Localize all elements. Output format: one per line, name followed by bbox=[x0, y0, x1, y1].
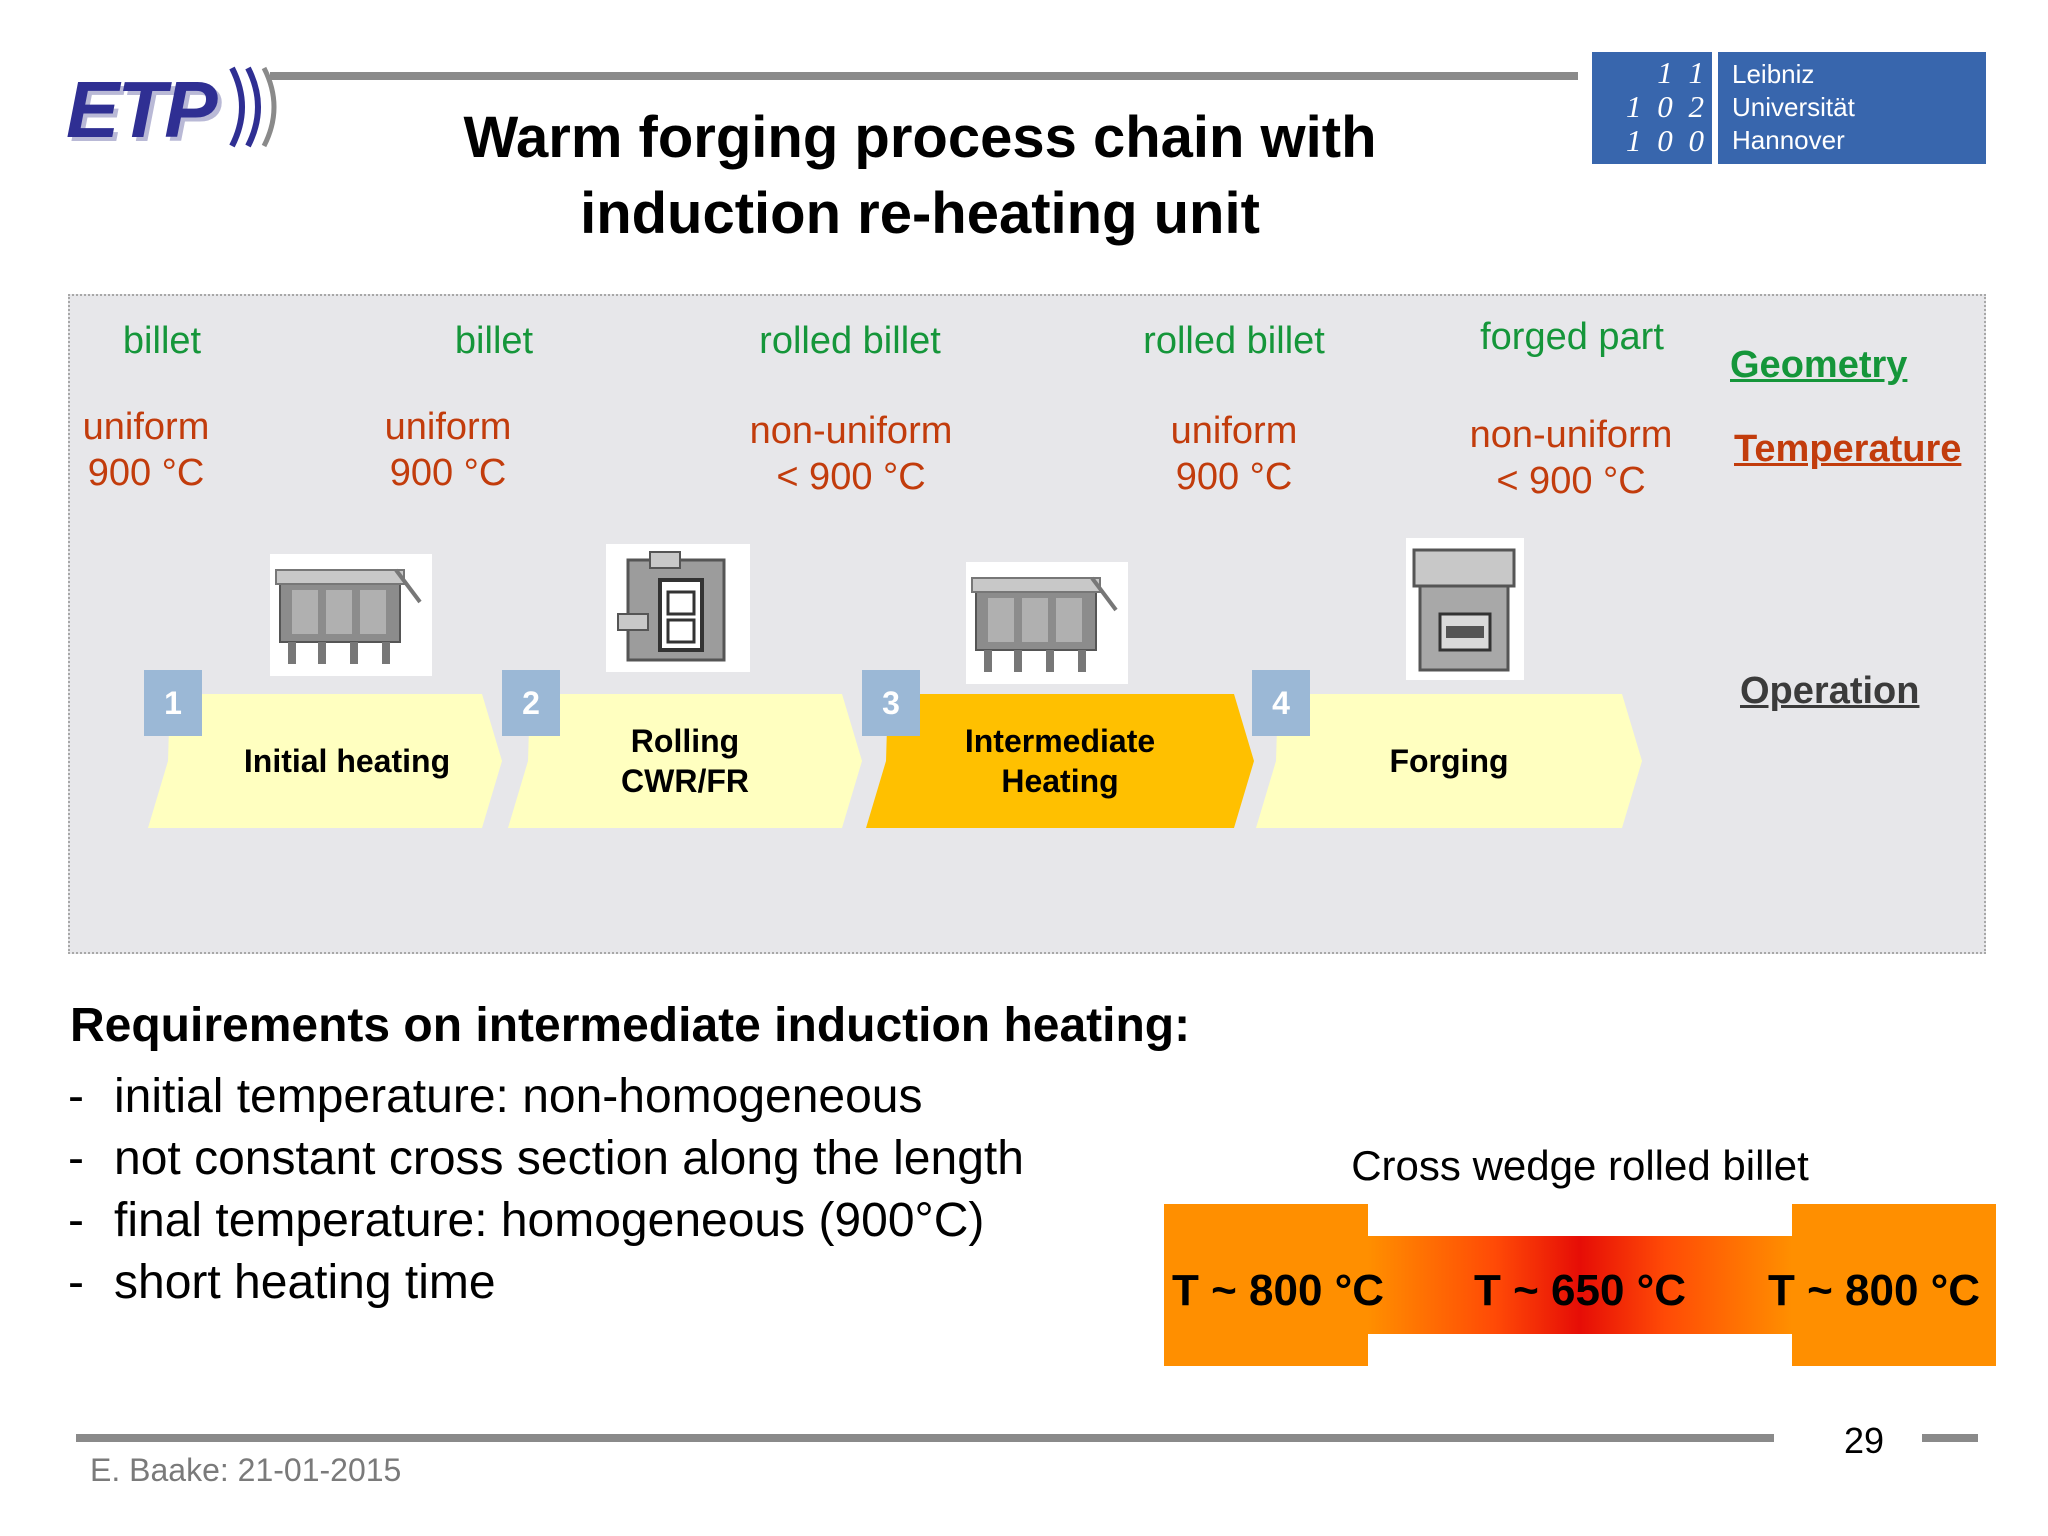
furnace-icon bbox=[966, 562, 1128, 684]
stage-4-geometry: rolled billet bbox=[1143, 320, 1325, 362]
requirement-item: -initial temperature: non-homogeneous bbox=[68, 1070, 923, 1123]
legend-operation: Operation bbox=[1740, 670, 1920, 712]
billet-temperature-diagram: T ~ 800 °C T ~ 650 °C T ~ 800 °C bbox=[1164, 1204, 1996, 1366]
requirement-item: -short heating time bbox=[68, 1256, 496, 1309]
stage-5-temperature: non-uniform < 900 °C bbox=[1469, 414, 1673, 502]
stage-3-temperature: non-uniform < 900 °C bbox=[749, 410, 953, 498]
billet-left-end bbox=[1164, 1204, 1368, 1366]
stage-3-geometry: rolled billet bbox=[759, 320, 941, 362]
billet-right-temperature: T ~ 800 °C bbox=[1768, 1266, 1981, 1315]
stage-5-geometry: forged part bbox=[1480, 316, 1664, 358]
footer-rule-short bbox=[1922, 1434, 1978, 1442]
legend-temperature: Temperature bbox=[1734, 428, 1962, 470]
billet-left-temperature: T ~ 800 °C bbox=[1172, 1266, 1385, 1315]
furnace-icon bbox=[270, 554, 432, 676]
university-name: Leibniz Universität Hannover bbox=[1732, 59, 1855, 155]
requirement-item: -final temperature: homogeneous (900°C) bbox=[68, 1194, 985, 1247]
billet-caption: Cross wedge rolled billet bbox=[1351, 1142, 1809, 1189]
title-line-1: Warm forging process chain with bbox=[463, 105, 1377, 170]
legend-geometry: Geometry bbox=[1730, 344, 1908, 386]
requirements-heading: Requirements on intermediate induction h… bbox=[70, 999, 1191, 1052]
footer-rule bbox=[76, 1434, 1774, 1442]
slide-title: Warm forging process chain with inductio… bbox=[280, 100, 1560, 252]
billet-middle-section bbox=[1368, 1236, 1792, 1334]
operation-1-initial-heating: Initial heating bbox=[148, 694, 502, 828]
forging-press-icon bbox=[1406, 538, 1524, 680]
header-rule bbox=[270, 72, 1578, 80]
operation-3-intermediate-heating: Intermediate Heating bbox=[866, 694, 1254, 828]
stage-4-temperature: uniform 900 °C bbox=[1170, 410, 1298, 498]
university-logo-divider bbox=[1712, 52, 1718, 164]
university-logo-digits: 1 1 1 0 2 1 0 0 4 bbox=[1626, 55, 1708, 192]
stage-1-temperature: uniform 900 °C bbox=[82, 406, 210, 494]
operation-2-rolling: Rolling CWR/FR bbox=[508, 694, 862, 828]
billet-center-temperature: T ~ 650 °C bbox=[1474, 1266, 1687, 1315]
step-number-4: 4 bbox=[1252, 670, 1310, 736]
requirements-list: -initial temperature: non-homogeneous -n… bbox=[68, 1066, 1024, 1314]
rolling-mill-icon bbox=[606, 544, 750, 672]
stage-2-geometry: billet bbox=[454, 320, 534, 362]
step-number-1: 1 bbox=[144, 670, 202, 736]
process-chain-panel: billet billet rolled billet rolled bille… bbox=[68, 294, 1986, 954]
operation-4-forging: Forging bbox=[1256, 694, 1642, 828]
billet-right-end bbox=[1792, 1204, 1996, 1366]
footer-author-date: E. Baake: 21-01-2015 bbox=[90, 1452, 402, 1488]
requirement-item: -not constant cross section along the le… bbox=[68, 1132, 1024, 1185]
title-line-2: induction re-heating unit bbox=[580, 181, 1260, 246]
stage-1-geometry: billet bbox=[122, 320, 202, 362]
step-number-3: 3 bbox=[862, 670, 920, 736]
step-number-2: 2 bbox=[502, 670, 560, 736]
etp-logo-text: ETP bbox=[66, 65, 218, 154]
etp-logo: ETP bbox=[60, 62, 280, 154]
page-number: 29 bbox=[1844, 1420, 1885, 1461]
etp-logo-swoosh-icon bbox=[229, 66, 277, 148]
university-logo: 1 1 1 0 2 1 0 0 4 Leibniz Universität Ha… bbox=[1592, 52, 1986, 192]
stage-2-temperature: uniform 900 °C bbox=[384, 406, 512, 494]
